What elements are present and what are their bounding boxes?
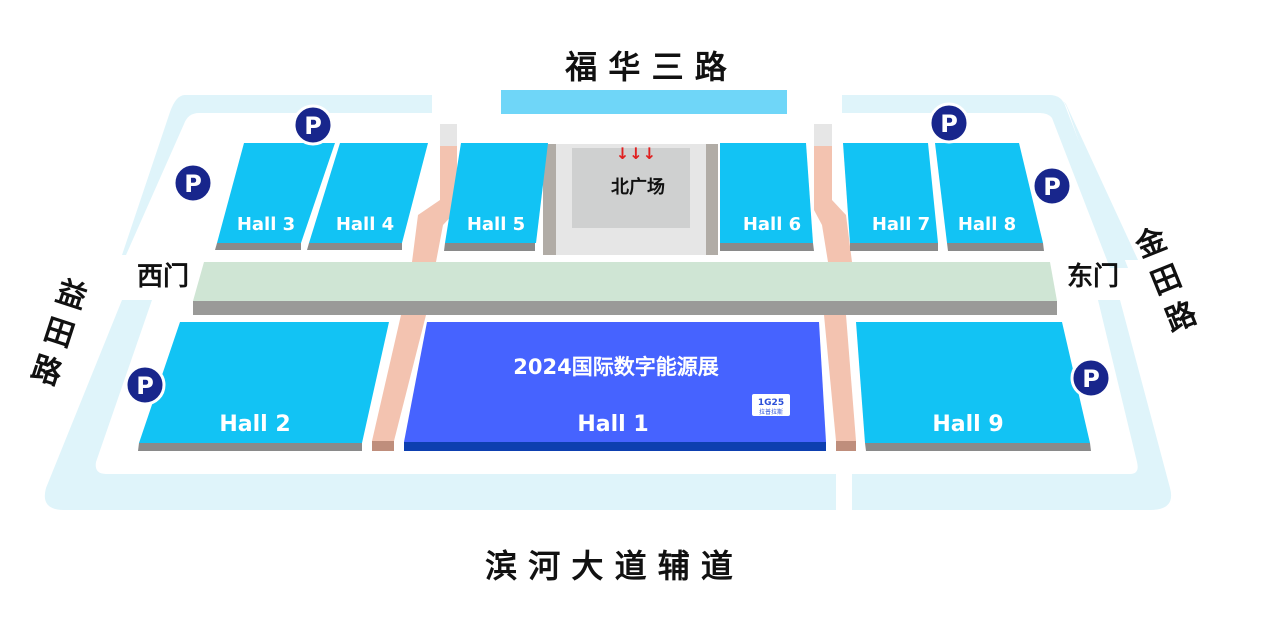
- hall-5-label: Hall 5: [467, 214, 525, 235]
- walkway-west: [372, 124, 457, 451]
- north-road-bar: [501, 90, 787, 114]
- svg-text:P: P: [136, 372, 154, 400]
- svg-text:P: P: [1082, 365, 1100, 393]
- booth-code: 1G25: [758, 398, 784, 408]
- south-road-name: 滨 河 大 道 辅 道: [485, 547, 733, 585]
- hall-8[interactable]: Hall 8: [935, 143, 1044, 251]
- parking-icon[interactable]: P: [928, 102, 970, 144]
- exhibition-title: 2024国际数字能源展: [513, 355, 718, 379]
- parking-icon[interactable]: P: [1070, 357, 1112, 399]
- hall-5[interactable]: Hall 5: [444, 143, 548, 251]
- svg-text:P: P: [304, 112, 322, 140]
- svg-text:路: 路: [1161, 295, 1203, 339]
- hall-4[interactable]: Hall 4: [307, 143, 428, 250]
- hall-7-label: Hall 7: [872, 214, 930, 235]
- west-road-name: 益 田 路: [27, 274, 91, 393]
- parking-icon[interactable]: P: [292, 104, 334, 146]
- west-gate-label[interactable]: 西门: [137, 262, 189, 292]
- svg-text:P: P: [940, 110, 958, 138]
- svg-text:田: 田: [39, 312, 78, 355]
- plaza-label: 北广场: [611, 176, 665, 198]
- parking-icon[interactable]: P: [172, 162, 214, 204]
- hall-1-label: Hall 1: [577, 412, 648, 437]
- hall-4-label: Hall 4: [336, 214, 394, 235]
- hall-8-label: Hall 8: [958, 214, 1016, 235]
- hall-9[interactable]: Hall 9: [856, 322, 1091, 451]
- plaza-entry-arrows: ↓↓↓: [616, 144, 656, 163]
- parking-icon[interactable]: P: [124, 364, 166, 406]
- svg-text:益: 益: [52, 274, 91, 317]
- perimeter-road: [44, 95, 1172, 510]
- east-road-name: 金 田 路: [1130, 221, 1203, 339]
- hall-2[interactable]: Hall 2: [138, 322, 389, 451]
- hall-6-label: Hall 6: [743, 214, 801, 235]
- booth-marker[interactable]: 1G25 拉普拉斯: [752, 394, 790, 416]
- svg-text:路: 路: [27, 350, 67, 393]
- hall-3[interactable]: Hall 3: [215, 143, 335, 250]
- hall-6[interactable]: Hall 6: [720, 143, 814, 251]
- walkway-east: [814, 124, 856, 451]
- central-corridor[interactable]: [193, 262, 1057, 315]
- svg-text:P: P: [184, 170, 202, 198]
- svg-text:P: P: [1043, 173, 1061, 201]
- hall-1[interactable]: 2024国际数字能源展 Hall 1 1G25 拉普拉斯: [404, 322, 826, 451]
- east-gate-label[interactable]: 东门: [1067, 261, 1119, 292]
- hall-3-label: Hall 3: [237, 214, 295, 235]
- north-plaza[interactable]: ↓↓↓ 北广场: [543, 144, 718, 255]
- north-road-name: 福 华 三 路: [564, 48, 727, 86]
- booth-brand: 拉普拉斯: [759, 408, 783, 416]
- parking-icon[interactable]: P: [1031, 165, 1073, 207]
- hall-2-label: Hall 2: [219, 412, 290, 437]
- hall-9-label: Hall 9: [932, 412, 1003, 437]
- hall-7[interactable]: Hall 7: [843, 143, 938, 251]
- svg-text:田: 田: [1146, 259, 1187, 303]
